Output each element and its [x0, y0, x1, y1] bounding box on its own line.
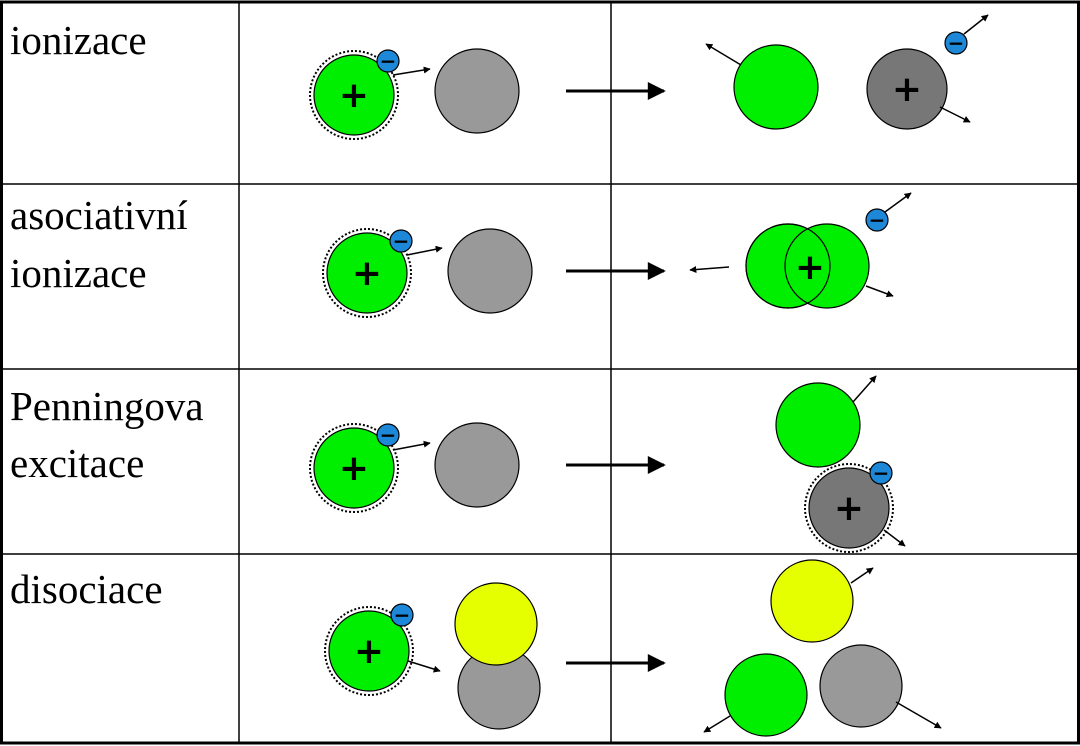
- label-asociativni-ionizace: ionizace: [10, 250, 147, 296]
- electron-icon: −: [944, 31, 968, 55]
- neutral-atom: [447, 228, 533, 314]
- electron-velocity-arrow: [392, 440, 431, 451]
- molecule-velocity-arrow: [865, 285, 894, 298]
- plus-sign: +: [352, 253, 382, 294]
- label-excitace: excitace: [10, 440, 144, 486]
- minus-sign: −: [873, 461, 890, 485]
- minus-sign: −: [380, 423, 397, 447]
- electron-velocity-arrow: [963, 14, 989, 35]
- row-disociace: + −: [324, 559, 942, 737]
- plus-sign: +: [795, 247, 825, 288]
- excited-ion: +: [804, 463, 894, 553]
- ground-state-atom: [775, 382, 861, 468]
- molecular-ion: +: [745, 223, 870, 309]
- atom-velocity-arrow: [705, 43, 742, 66]
- ion-velocity-arrow: [939, 106, 971, 123]
- electron-velocity-arrow: [392, 66, 431, 76]
- minus-sign: −: [394, 603, 411, 627]
- atom-velocity-arrow: [852, 375, 877, 403]
- neutral-atom: [434, 422, 520, 508]
- label-ionizace: ionizace: [10, 17, 147, 63]
- atom-velocity-arrow: [407, 660, 441, 673]
- row-labels: ionizace asociativní ionizace Penningova…: [10, 17, 204, 612]
- electron-icon: −: [389, 229, 413, 253]
- excited-atom: +: [324, 606, 414, 696]
- ground-state-atom: [733, 44, 819, 130]
- plus-sign: +: [339, 75, 369, 116]
- atom-velocity-arrow: [703, 715, 731, 733]
- neutral-atom: [434, 48, 520, 134]
- electron-icon: −: [865, 208, 889, 232]
- plus-sign: +: [339, 448, 369, 489]
- excited-atom: +: [322, 228, 412, 318]
- ground-state-atom: [724, 653, 808, 737]
- plus-sign: +: [834, 488, 864, 529]
- row-asociativni-ionizace: + − + −: [322, 192, 912, 318]
- plus-sign: +: [354, 631, 384, 672]
- excited-atom: +: [309, 50, 399, 140]
- label-penningova: Penningova: [10, 383, 204, 429]
- minus-sign: −: [869, 208, 886, 232]
- atom-velocity-arrow: [850, 567, 874, 584]
- dissociated-atom-gray: [819, 644, 903, 728]
- electron-icon: −: [376, 423, 400, 447]
- excited-atom: +: [309, 423, 399, 513]
- label-asociativni: asociativní: [10, 192, 188, 238]
- plus-sign: +: [892, 69, 922, 110]
- diatomic-molecule: [454, 582, 541, 730]
- ion-velocity-arrow: [883, 529, 906, 547]
- electron-icon: −: [376, 49, 400, 73]
- row-penningova-excitace: + − + −: [309, 375, 906, 553]
- minus-sign: −: [393, 229, 410, 253]
- electron-icon: −: [869, 461, 893, 485]
- atom-velocity-arrow: [895, 701, 942, 729]
- electron-velocity-arrow: [406, 245, 443, 256]
- minus-sign: −: [380, 49, 397, 73]
- positive-ion: +: [866, 48, 948, 130]
- minus-sign: −: [948, 31, 965, 55]
- row-ionizace: + − + −: [309, 14, 989, 140]
- electron-velocity-arrow: [884, 192, 912, 213]
- dissociated-atom-yellow: [770, 559, 854, 643]
- electron-icon: −: [390, 603, 414, 627]
- label-disociace: disociace: [10, 566, 163, 612]
- molecule-velocity-arrow: [689, 266, 730, 274]
